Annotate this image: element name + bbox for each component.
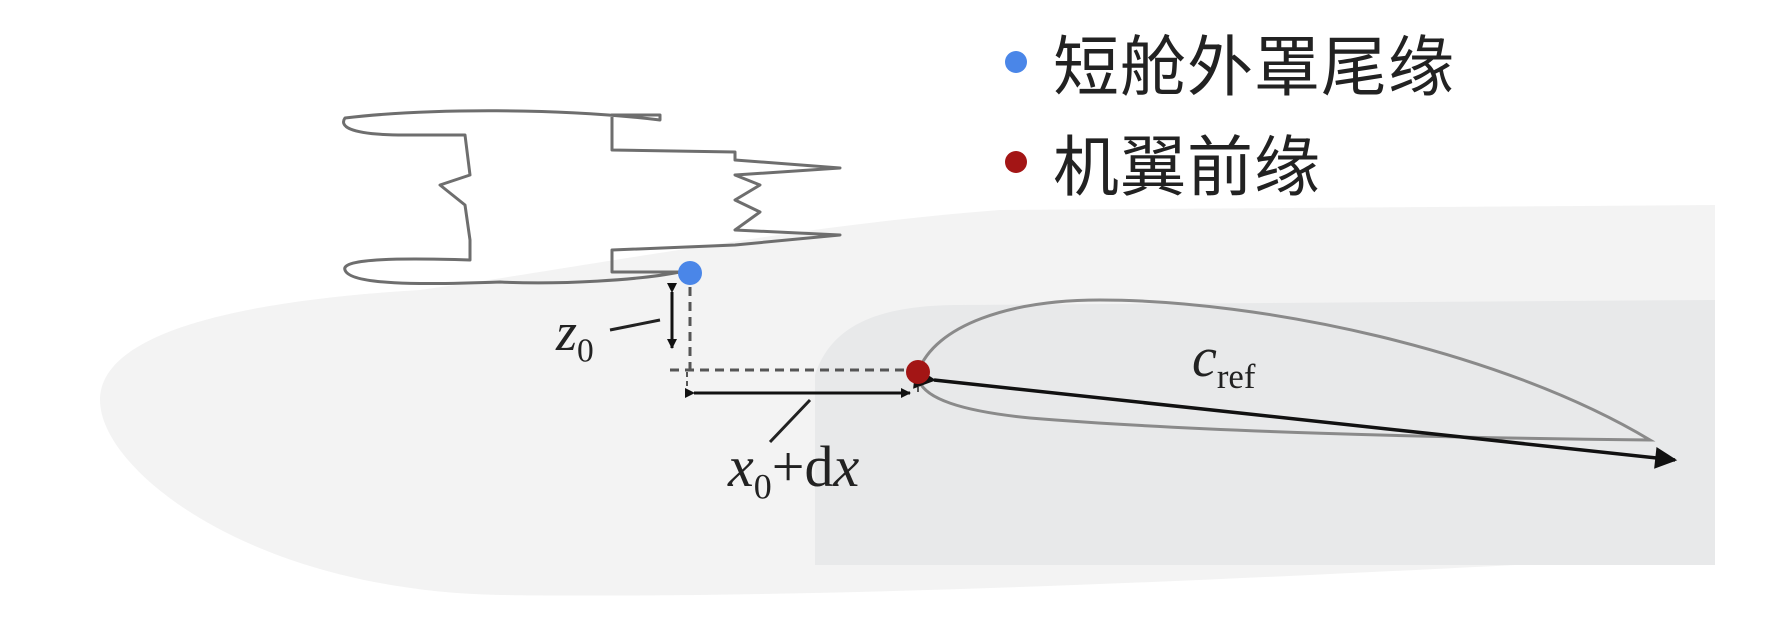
- x0dx-leader-line: [768, 398, 812, 444]
- z0-leader-line: [609, 318, 661, 332]
- wing-leading-edge-point: [906, 360, 930, 384]
- label-cref-sub: ref: [1216, 357, 1256, 397]
- nacelle-outline: [342, 109, 842, 286]
- label-z0: z0: [556, 305, 594, 368]
- nacelle-trailing-edge-point: [678, 261, 702, 285]
- label-x0-dx: x0+dx: [728, 438, 859, 506]
- legend-red-dot-icon: [1005, 151, 1027, 173]
- label-cref-var: c: [1192, 327, 1217, 389]
- label-x0-var: x: [728, 434, 754, 499]
- cref-chord-arrow: [913, 366, 1678, 469]
- legend: 短舱外罩尾缘 机翼前缘: [1005, 12, 1455, 212]
- legend-blue-dot-icon: [1005, 51, 1027, 73]
- legend-label-nacelle: 短舱外罩尾缘: [1053, 29, 1455, 106]
- label-z0-sub: 0: [577, 332, 594, 370]
- label-plus-d: +d: [771, 434, 834, 499]
- legend-label-wing: 机翼前缘: [1053, 129, 1321, 206]
- label-x-var2: x: [833, 434, 860, 499]
- legend-item-nacelle: 短舱外罩尾缘: [1005, 12, 1455, 112]
- label-x0-sub: 0: [753, 466, 772, 507]
- label-cref: cref: [1192, 330, 1255, 395]
- label-z0-var: z: [556, 302, 578, 362]
- legend-item-wing: 机翼前缘: [1005, 112, 1455, 212]
